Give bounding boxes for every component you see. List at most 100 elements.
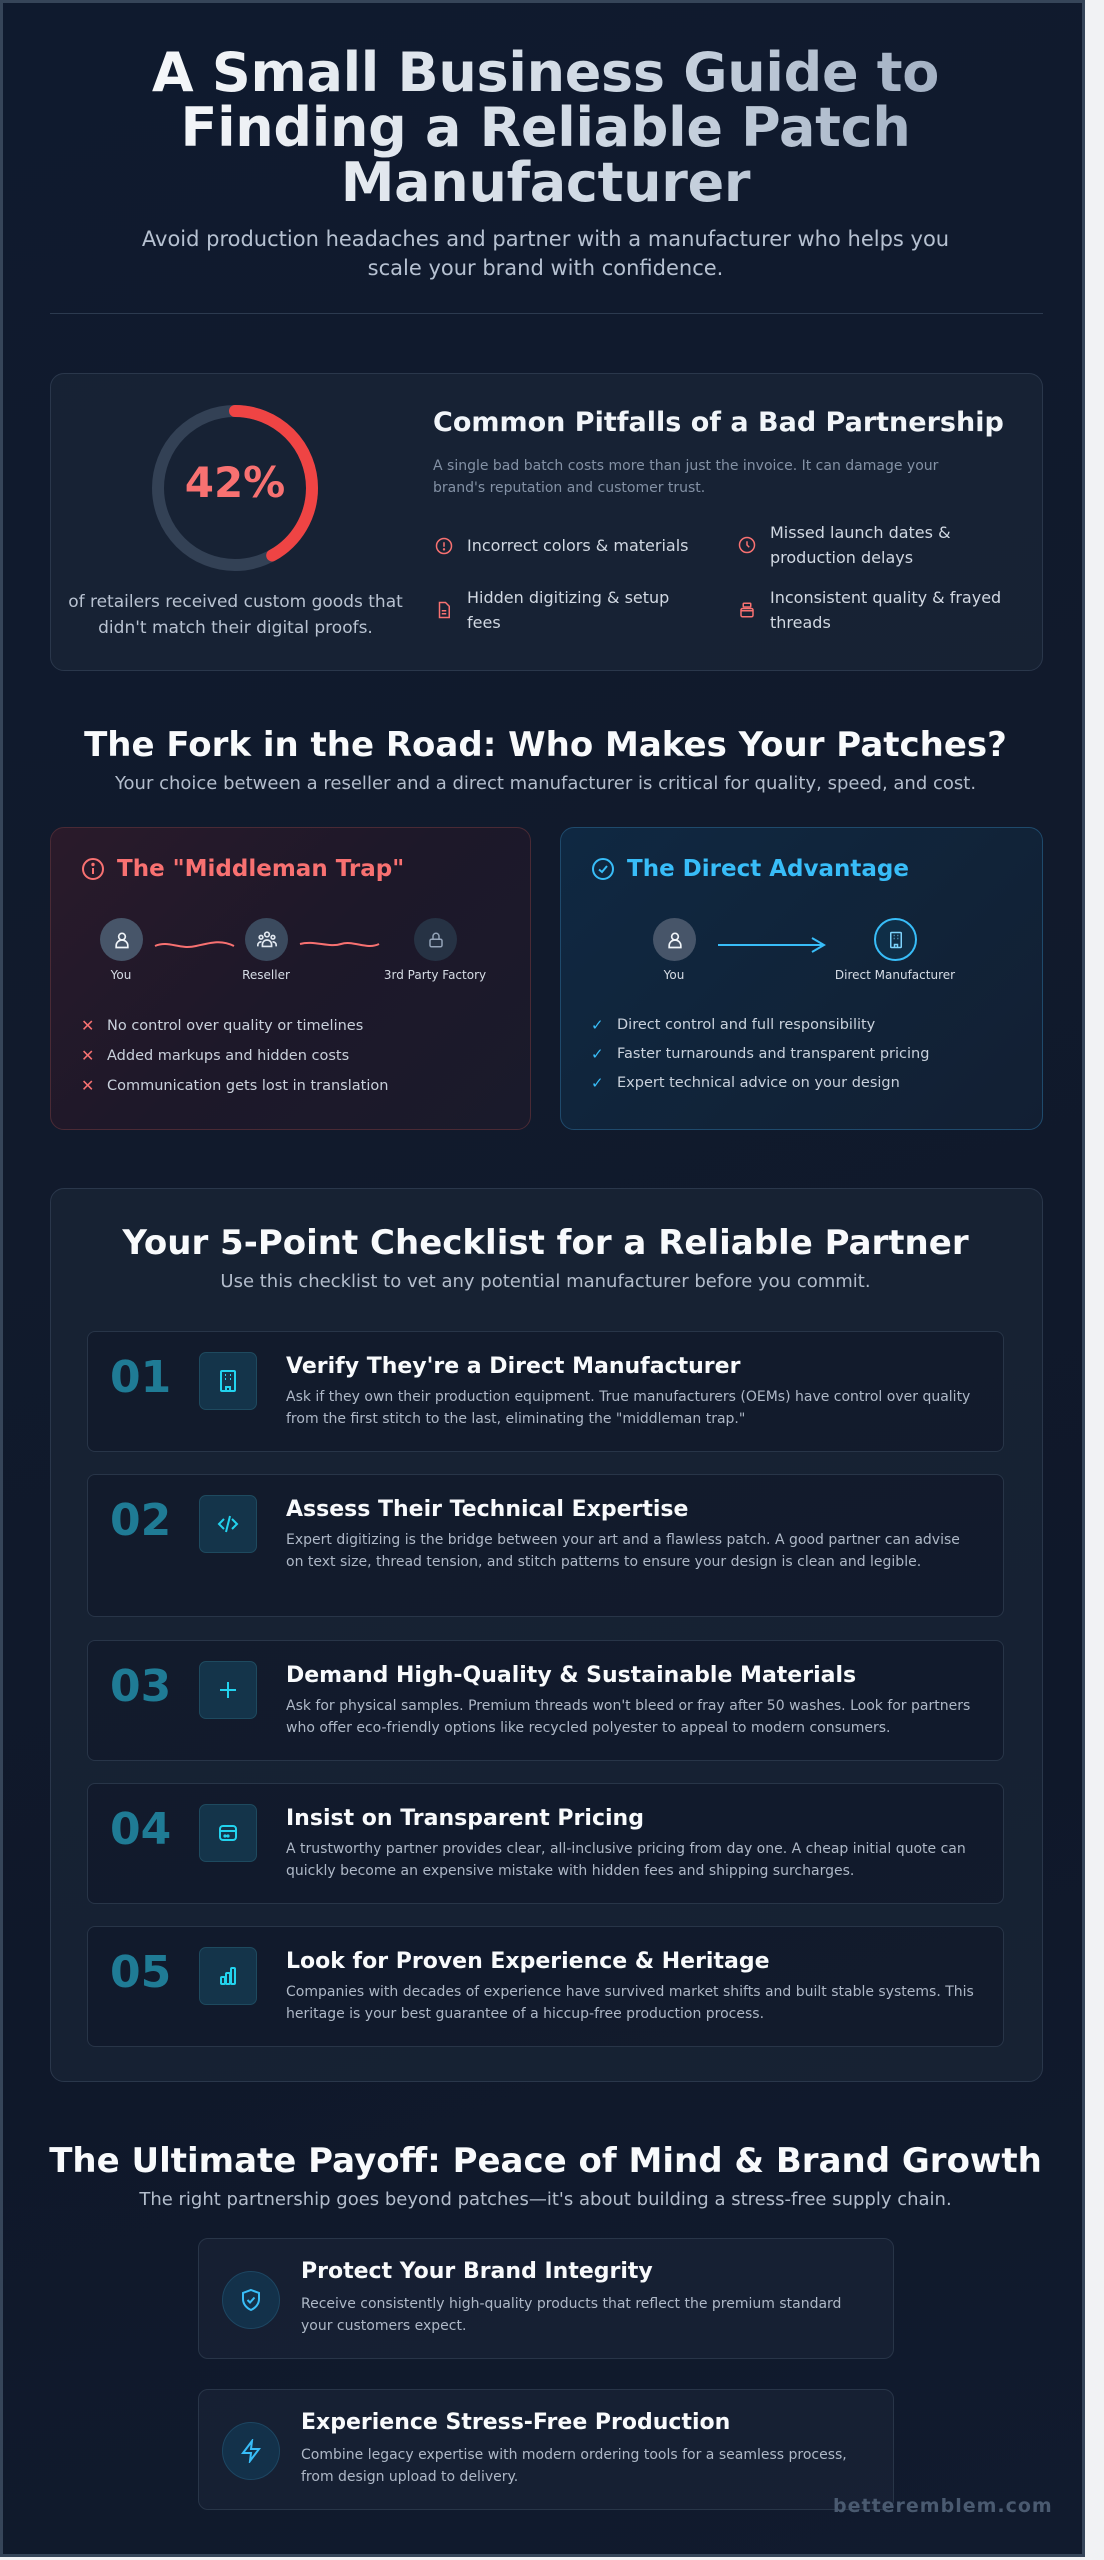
payoff-item: Experience Stress-Free Production Combin… (198, 2389, 894, 2510)
con-item: ✕No control over quality or timelines (81, 1016, 364, 1035)
pro-item: ✓Expert technical advice on your design (591, 1074, 900, 1092)
shield-check-icon (242, 2288, 260, 2312)
item-number: 02 (110, 1495, 172, 1546)
pitfall-item: Missed launch dates & production delays (738, 520, 1018, 570)
spool-icon (740, 602, 754, 618)
wallet-icon (219, 1825, 237, 1841)
payoff-item: Protect Your Brand Integrity Receive con… (198, 2238, 894, 2359)
you-node (100, 918, 143, 961)
pitfall-item: Hidden digitizing & setup fees (435, 585, 695, 635)
item-title: Assess Their Technical Expertise (286, 1497, 689, 1522)
node-label: You (663, 968, 685, 982)
item-description: A trustworthy partner provides clear, al… (286, 1841, 966, 1879)
middleman-card: The "Middleman Trap" You Reseller 3rd Pa… (50, 827, 531, 1130)
item-description: Companies with decades of experience hav… (286, 1984, 974, 2022)
check-circle-icon (592, 858, 614, 880)
item-icon-box (199, 1495, 257, 1553)
middleman-points: ✕No control over quality or timelines ✕A… (81, 1016, 388, 1095)
con-item: ✕Communication gets lost in translation (81, 1076, 389, 1095)
pitfall-label: Inconsistent quality & frayed threads (770, 588, 1002, 632)
x-icon: ✕ (81, 1076, 95, 1095)
middleman-title: The "Middleman Trap" (117, 856, 405, 882)
item-number: 04 (110, 1804, 172, 1855)
user-icon (667, 932, 682, 948)
building-icon (889, 931, 902, 948)
page-subtitle: Avoid production headaches and partner w… (141, 227, 950, 280)
pitfalls-description: A single bad batch costs more than just … (433, 458, 939, 496)
payoff-title: The Ultimate Payoff: Peace of Mind & Bra… (49, 2141, 1042, 2181)
pitfalls-card (50, 373, 1043, 671)
checklist-subtitle: Use this checklist to vet any potential … (220, 1271, 871, 1292)
code-icon (217, 1515, 239, 1533)
item-icon-box (199, 1804, 257, 1862)
payoff-subtitle: The right partnership goes beyond patche… (139, 2189, 952, 2210)
plus-icon (220, 1682, 236, 1698)
pitfall-label: Incorrect colors & materials (467, 536, 689, 555)
clock-icon (738, 536, 756, 554)
middleman-header: The "Middleman Trap" (81, 856, 404, 882)
node-label: Reseller (242, 968, 290, 982)
pro-item: ✓Direct control and full responsibility (591, 1016, 876, 1034)
user-icon (114, 932, 129, 948)
payoff-icon-circle (222, 2422, 280, 2480)
direct-points: ✓Direct control and full responsibility … (591, 1016, 929, 1092)
file-text-icon (438, 601, 450, 619)
checklist-item: 03 Demand High-Quality & Sustainable Mat… (87, 1640, 1004, 1761)
x-icon: ✕ (81, 1046, 95, 1065)
page-title: A Small Business Guide to Finding a Reli… (43, 45, 1048, 210)
pitfall-item: Inconsistent quality & frayed threads (738, 585, 1028, 635)
item-description: Ask if they own their production equipme… (286, 1389, 971, 1427)
direct-header: The Direct Advantage (591, 856, 909, 882)
payoff-item-description: Receive consistently high-quality produc… (301, 2296, 842, 2334)
users-group-icon (256, 930, 277, 947)
pitfall-label: Hidden digitizing & setup fees (467, 588, 670, 632)
broken-link-squiggle (299, 941, 380, 947)
stat-caption: of retailers received custom goods that … (68, 592, 403, 638)
item-number: 05 (110, 1947, 172, 1998)
node-label: Direct Manufacturer (834, 968, 956, 982)
pitfall-label: Missed launch dates & production delays (770, 523, 951, 567)
stat-value: 42% (184, 458, 286, 507)
lightning-icon (241, 2439, 261, 2463)
watermark: betteremblem.com (833, 2495, 1053, 2517)
manufacturer-node (874, 918, 917, 961)
item-title: Demand High-Quality & Sustainable Materi… (286, 1663, 857, 1688)
checklist-item: 04 Insist on Transparent Pricing A trust… (87, 1783, 1004, 1904)
payoff-item-description: Combine legacy expertise with modern ord… (301, 2447, 847, 2485)
direct-arrow (718, 937, 826, 953)
fork-title: The Fork in the Road: Who Makes Your Pat… (84, 725, 1007, 765)
item-title: Insist on Transparent Pricing (286, 1806, 644, 1831)
direct-title: The Direct Advantage (627, 856, 909, 882)
item-title: Look for Proven Experience & Heritage (286, 1949, 770, 1974)
checklist-item: 02 Assess Their Technical Expertise Expe… (87, 1474, 1004, 1617)
fork-subtitle: Your choice between a reseller and a dir… (114, 773, 977, 794)
checklist-item: 01 Verify They're a Direct Manufacturer … (87, 1331, 1004, 1452)
payoff-item-title: Experience Stress-Free Production (301, 2410, 731, 2435)
header-divider (50, 313, 1043, 314)
checkmark-icon: ✓ (591, 1016, 604, 1034)
pitfall-item: Incorrect colors & materials (435, 533, 715, 558)
item-title: Verify They're a Direct Manufacturer (286, 1354, 741, 1379)
stat-donut-chart (152, 405, 318, 571)
payoff-icon-circle (222, 2271, 280, 2329)
item-icon-box (199, 1661, 257, 1719)
pitfalls-title: Common Pitfalls of a Bad Partnership (433, 407, 1004, 438)
item-description: Expert digitizing is the bridge between … (286, 1532, 960, 1570)
item-number: 01 (110, 1352, 172, 1403)
item-description: Ask for physical samples. Premium thread… (286, 1698, 971, 1736)
item-number: 03 (110, 1661, 172, 1712)
checkmark-icon: ✓ (591, 1045, 604, 1063)
x-icon: ✕ (81, 1016, 95, 1035)
reseller-node (245, 918, 288, 961)
broken-link-squiggle (154, 941, 235, 948)
alert-circle-icon (435, 537, 453, 554)
info-icon (82, 858, 104, 880)
factory-node (414, 918, 457, 961)
you-node (653, 918, 696, 961)
checkmark-icon: ✓ (591, 1074, 604, 1092)
building-icon (220, 1370, 236, 1392)
node-label: You (110, 968, 132, 982)
checklist-item: 05 Look for Proven Experience & Heritage… (87, 1926, 1004, 2047)
item-icon-box (199, 1947, 257, 2005)
